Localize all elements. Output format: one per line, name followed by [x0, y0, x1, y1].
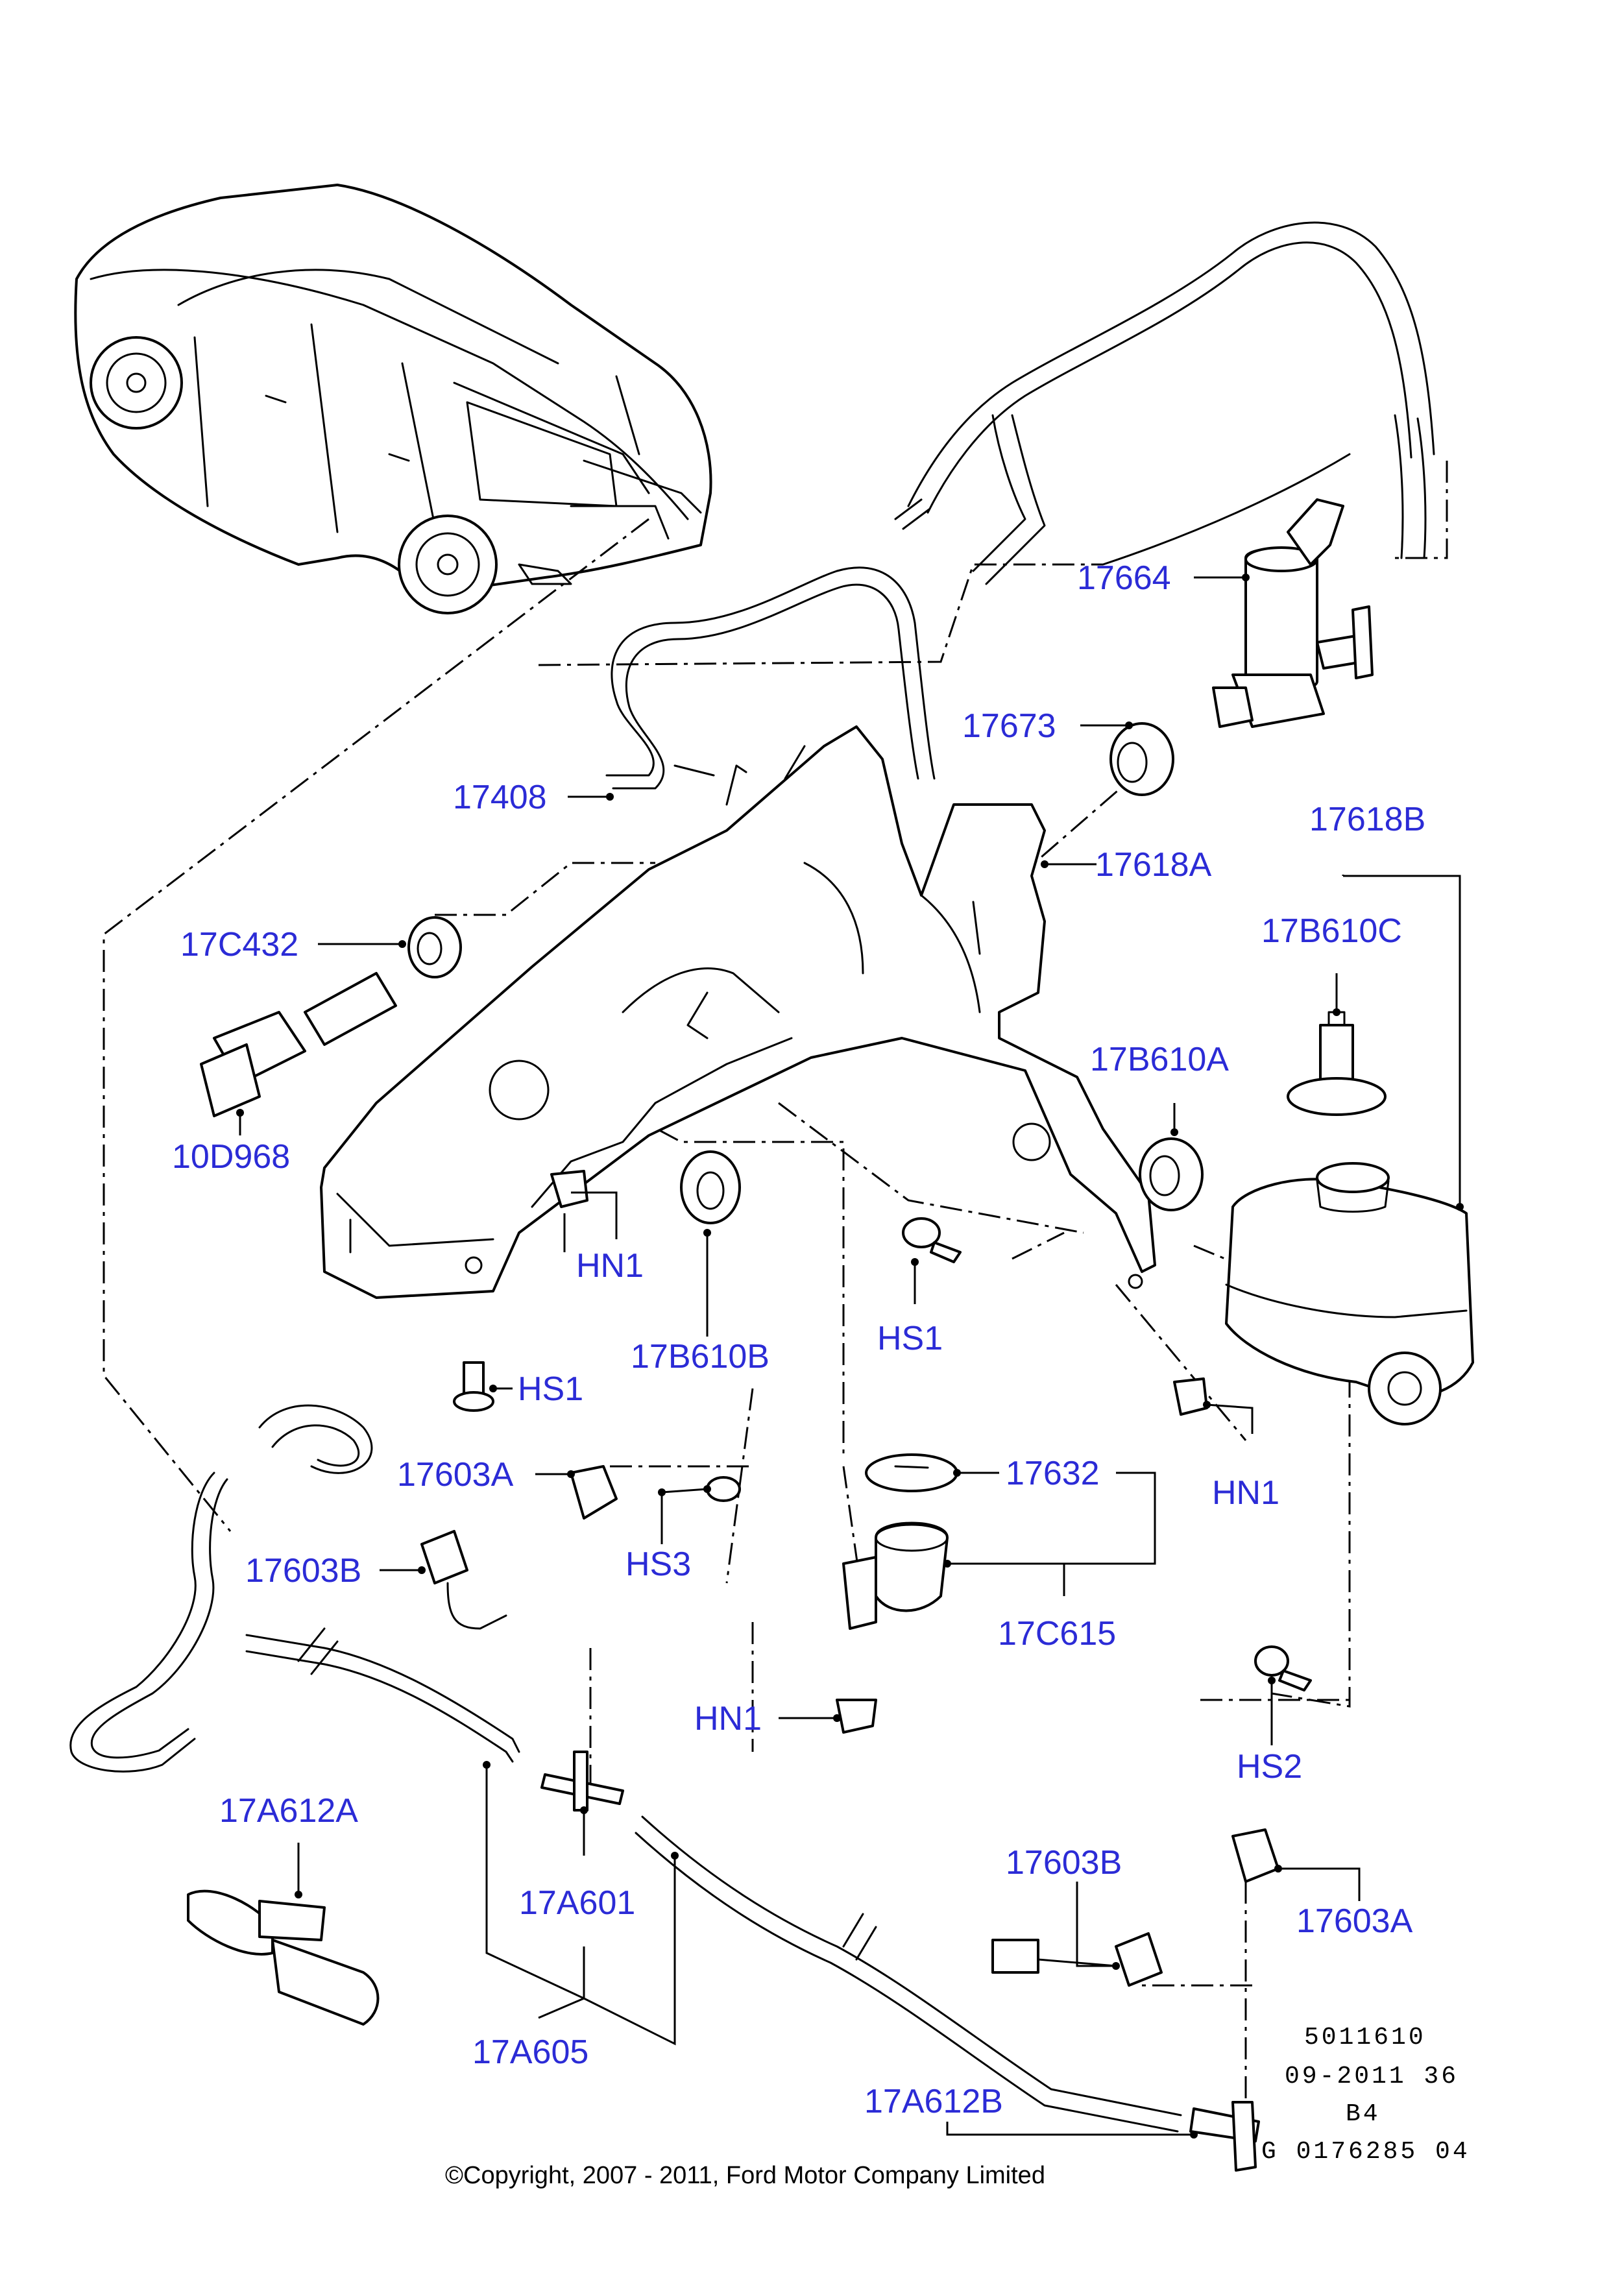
fastener-hn1-upper — [550, 1170, 588, 1208]
bolt-hs1-right — [902, 1217, 962, 1263]
hose-17408 — [605, 566, 936, 790]
label-17408: 17408 — [453, 779, 547, 816]
label-10D968: 10D968 — [172, 1138, 290, 1176]
label-hn1-upper: HN1 — [576, 1247, 644, 1285]
label-17618B: 17618B — [1309, 801, 1425, 838]
label-hs1-left: HS1 — [518, 1370, 583, 1408]
reference-line-4: G 0176285 04 — [1261, 2138, 1470, 2166]
washer-pump-17664 — [1212, 498, 1374, 728]
check-valve-17A612B — [1189, 2101, 1260, 2172]
reference-line-3: B4 — [1346, 2100, 1381, 2128]
reservoir-bracket-17618A — [320, 725, 1156, 1299]
t-connector-17A601 — [540, 1751, 624, 1812]
grommet-17B610C — [1287, 1011, 1387, 1116]
label-hn1-right: HN1 — [1212, 1474, 1279, 1512]
label-17A612B: 17A612B — [864, 2083, 1003, 2120]
label-17603A-lower: 17603A — [1296, 1902, 1413, 1940]
grommet-17673 — [1109, 722, 1174, 796]
label-17B610B: 17B610B — [631, 1338, 770, 1376]
washer-pump-cap-17632 — [865, 1453, 958, 1492]
label-hs1-right: HS1 — [877, 1320, 943, 1357]
label-hn1-lower: HN1 — [694, 1700, 762, 1738]
part-number-labels: 17664 17673 17408 17618A 17618B 17B610C … — [172, 559, 1425, 2120]
label-17A601: 17A601 — [519, 1884, 635, 1922]
grommet-17C432 — [407, 916, 462, 978]
label-17A605: 17A605 — [472, 2033, 588, 2071]
washer-reservoir-17618B — [1225, 1162, 1474, 1425]
label-17C615: 17C615 — [998, 1615, 1116, 1653]
label-17632: 17632 — [1006, 1455, 1100, 1492]
fastener-hn1-right — [1173, 1377, 1208, 1416]
washer-jet-17603A-upper — [570, 1465, 618, 1520]
reference-block: 5011610 09-2011 36 B4 G 0176285 04 — [1261, 2024, 1470, 2166]
label-17C432: 17C432 — [180, 926, 298, 964]
washer-jet-17603B-upper — [420, 1530, 507, 1630]
label-hs2: HS2 — [1237, 1748, 1302, 1786]
grommet-17B610A — [1139, 1137, 1204, 1211]
washer-jet-17603B-lower — [991, 1932, 1163, 1987]
grommet-17B610B — [680, 1150, 741, 1224]
label-17603B-lower: 17603B — [1006, 1844, 1122, 1882]
label-hs3: HS3 — [625, 1546, 691, 1583]
bolt-hs3 — [706, 1476, 741, 1502]
vehicle-illustration — [74, 184, 712, 614]
bolt-hs2 — [1254, 1645, 1312, 1691]
reference-line-1: 5011610 — [1304, 2024, 1426, 2052]
label-17603A-upper: 17603A — [397, 1456, 514, 1494]
washer-jet-17603A-lower — [1231, 1828, 1279, 1883]
bolt-hs1-left — [453, 1361, 494, 1412]
check-valve-17A612A — [187, 1889, 380, 2026]
label-17673: 17673 — [962, 707, 1056, 745]
rear-washer-hose — [894, 221, 1435, 585]
hose-17A605 — [245, 1627, 1182, 2133]
label-17603B-upper: 17603B — [245, 1552, 361, 1590]
front-washer-hose — [69, 1404, 373, 1773]
label-17664: 17664 — [1077, 559, 1171, 597]
clip-hn1-lower — [836, 1699, 877, 1734]
label-17618A: 17618A — [1095, 846, 1212, 884]
label-17A612A: 17A612A — [219, 1792, 358, 1830]
label-17B610A: 17B610A — [1090, 1041, 1229, 1078]
pump-bracket-17C615 — [842, 1521, 949, 1630]
copyright-notice: ©Copyright, 2007 - 2011, Ford Motor Comp… — [445, 2162, 1045, 2189]
reference-line-2: 09-2011 36 — [1285, 2063, 1459, 2091]
label-17B610C: 17B610C — [1261, 912, 1402, 950]
level-sensor-10D968 — [200, 972, 397, 1117]
callout-leaders — [236, 574, 1464, 2139]
